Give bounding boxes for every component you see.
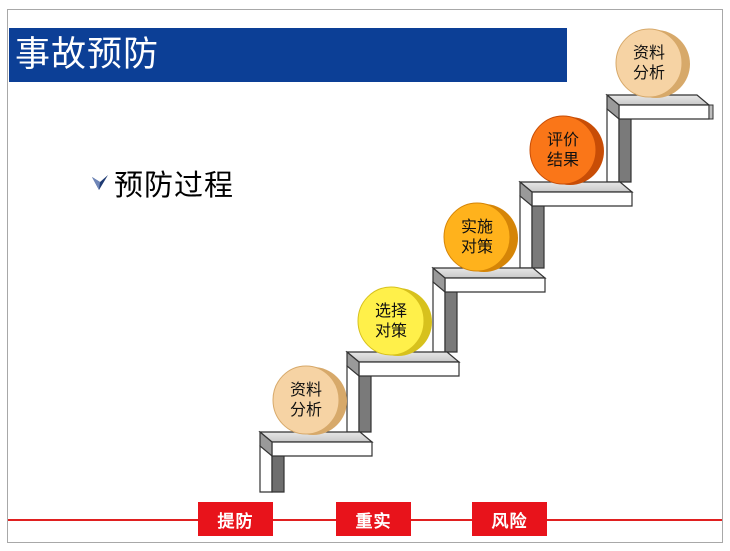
- step-label-line2: 对策: [461, 237, 493, 256]
- bullet-item: 预防过程: [90, 163, 234, 203]
- step-label-line1: 实施: [461, 217, 493, 236]
- step-label-line1: 评价: [547, 130, 579, 149]
- bullet-text: 预防过程: [114, 168, 235, 202]
- stair-step: [345, 280, 461, 378]
- tag-zhongshi: 重实: [336, 502, 411, 536]
- stair-step: [605, 93, 714, 121]
- stair-step: [431, 194, 547, 294]
- step-label-line2: 结果: [547, 150, 579, 169]
- tag-tifang: 提防: [198, 502, 273, 536]
- stair-steps: [258, 93, 714, 493]
- slide-frame: [7, 9, 723, 543]
- check-arrow-icon: [92, 175, 108, 190]
- step-label-line1: 选择: [375, 301, 407, 320]
- step-label-line2: 对策: [375, 321, 407, 340]
- step-label-line2: 分析: [633, 63, 665, 82]
- step-label-line2: 分析: [290, 400, 322, 419]
- step-label-line1: 资料: [290, 380, 322, 399]
- stair-step: [518, 107, 634, 208]
- step-label-line1: 资料: [633, 43, 665, 62]
- tag-fengxian: 风险: [472, 502, 547, 536]
- page-title: 事故预防: [9, 28, 567, 82]
